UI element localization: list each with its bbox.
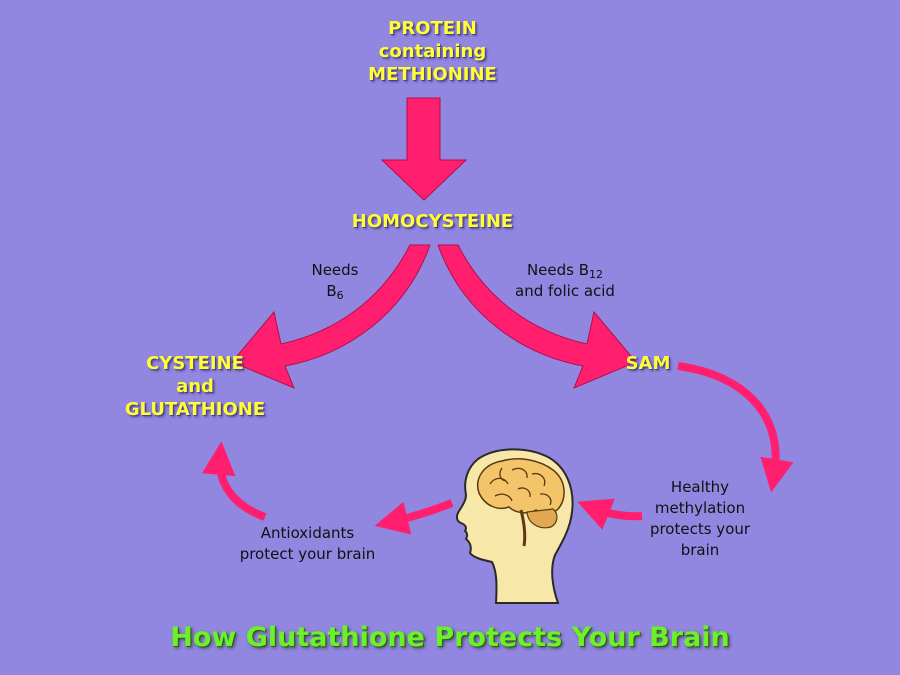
- arrow-methylation-to-head: [577, 498, 643, 530]
- brain-stem: [519, 509, 527, 547]
- sam-node: SAM: [610, 352, 686, 375]
- protein-node: PROTEIN containing METHIONINE: [330, 17, 535, 86]
- needs-label: Needs: [311, 261, 359, 279]
- human-head-with-brain-icon: [455, 448, 574, 604]
- methylation-line-4: brain: [680, 541, 720, 559]
- antioxidants-line-2: protect your brain: [239, 545, 376, 563]
- b6-label: B6: [326, 282, 344, 302]
- arrow-head-to-antioxidants: [374, 499, 454, 535]
- containing-label: containing: [378, 41, 487, 62]
- folic-acid-label: and folic acid: [515, 282, 615, 300]
- brain-folds: [489, 467, 552, 506]
- arrow-sam-to-methylation: [677, 362, 794, 493]
- methylation-note: Healthy methylation protects your brain: [630, 477, 770, 561]
- page-title: How Glutathione Protects Your Brain: [170, 622, 730, 653]
- antioxidants-note: Antioxidants protect your brain: [215, 523, 400, 565]
- methylation-line-3: protects your: [649, 520, 751, 538]
- needs-b12-label: Needs B12: [526, 261, 604, 281]
- arrow-methionine-to-homocysteine: [380, 97, 468, 201]
- needs-b6-note: Needs B6: [295, 260, 375, 302]
- sam-label: SAM: [625, 353, 671, 374]
- methionine-label: METHIONINE: [368, 64, 497, 85]
- arrow-homocysteine-to-sam: [437, 244, 637, 389]
- methylation-line-1: Healthy: [670, 478, 730, 496]
- cysteine-node: CYSTEINE and GLUTATHIONE: [100, 352, 290, 421]
- needs-b12-note: Needs B12 and folic acid: [495, 260, 635, 302]
- homocysteine-label: HOMOCYSTEINE: [351, 211, 514, 232]
- methylation-line-2: methylation: [654, 499, 746, 517]
- antioxidants-line-1: Antioxidants: [260, 524, 355, 542]
- and-label: and: [176, 376, 214, 397]
- glutathione-label: GLUTATHIONE: [124, 399, 266, 420]
- arrow-homocysteine-to-cysteine: [231, 244, 431, 389]
- cerebellum-shape: [526, 508, 558, 529]
- protein-label: PROTEIN: [388, 18, 477, 39]
- homocysteine-node: HOMOCYSTEINE: [330, 210, 535, 233]
- arrow-antioxidants-to-cysteine: [201, 441, 267, 521]
- cysteine-label: CYSTEINE: [146, 353, 244, 374]
